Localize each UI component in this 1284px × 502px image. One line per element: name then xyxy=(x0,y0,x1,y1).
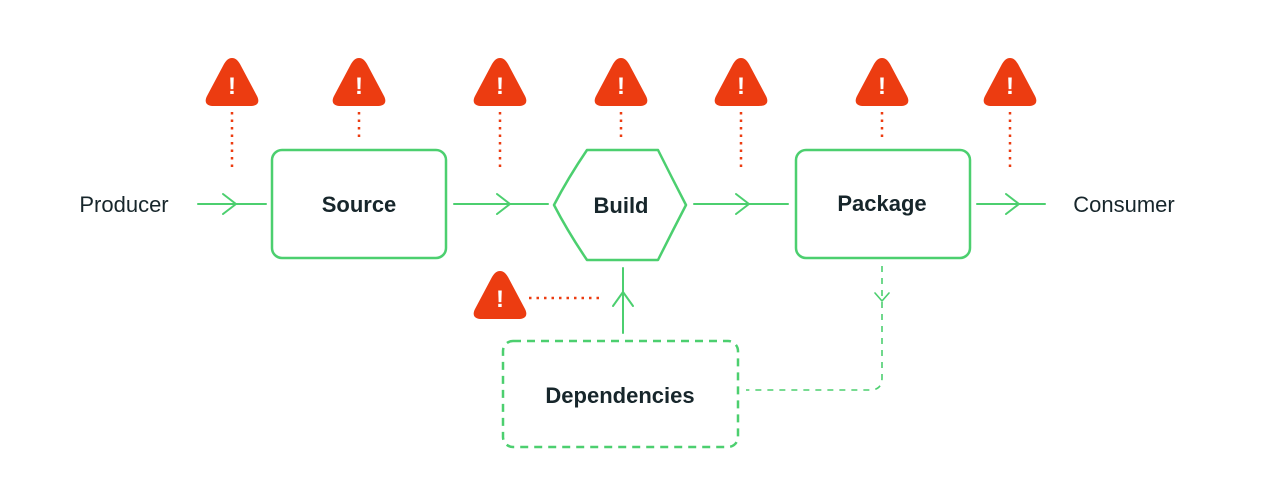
build-hexagon xyxy=(552,148,688,262)
build-label: Build xyxy=(594,193,649,218)
svg-text:!: ! xyxy=(737,73,745,100)
connector-package-dependencies xyxy=(746,266,890,391)
connector-package-consumer xyxy=(976,193,1046,215)
consumer-label: Consumer xyxy=(1073,192,1174,217)
flow-connectors xyxy=(197,193,1046,334)
svg-text:!: ! xyxy=(496,73,504,100)
package-box xyxy=(794,148,972,260)
svg-text:!: ! xyxy=(1006,73,1014,100)
source-label: Source xyxy=(322,192,397,217)
producer-label: Producer xyxy=(79,192,168,217)
svg-text:!: ! xyxy=(617,73,625,100)
source-box xyxy=(270,148,448,260)
warning-icon: ! xyxy=(714,58,768,106)
warning-icon: ! xyxy=(594,58,648,106)
dependencies-box xyxy=(501,339,740,449)
warning-icon: ! xyxy=(473,271,527,319)
svg-text:!: ! xyxy=(228,73,236,100)
svg-text:!: ! xyxy=(496,286,504,313)
warning-icon: ! xyxy=(332,58,386,106)
svg-text:!: ! xyxy=(878,73,886,100)
connector-producer-source xyxy=(197,193,267,215)
warning-icon: ! xyxy=(855,58,909,106)
package-label: Package xyxy=(837,191,926,216)
connector-source-build xyxy=(453,193,549,215)
connector-dependencies-build xyxy=(612,267,634,334)
dependencies-label: Dependencies xyxy=(545,383,694,408)
warning-icon: ! xyxy=(205,58,259,106)
warning-icon: ! xyxy=(473,58,527,106)
threat-lines xyxy=(230,112,1012,300)
warning-icon: ! xyxy=(983,58,1037,106)
connector-build-package xyxy=(693,193,789,215)
svg-text:!: ! xyxy=(355,73,363,100)
